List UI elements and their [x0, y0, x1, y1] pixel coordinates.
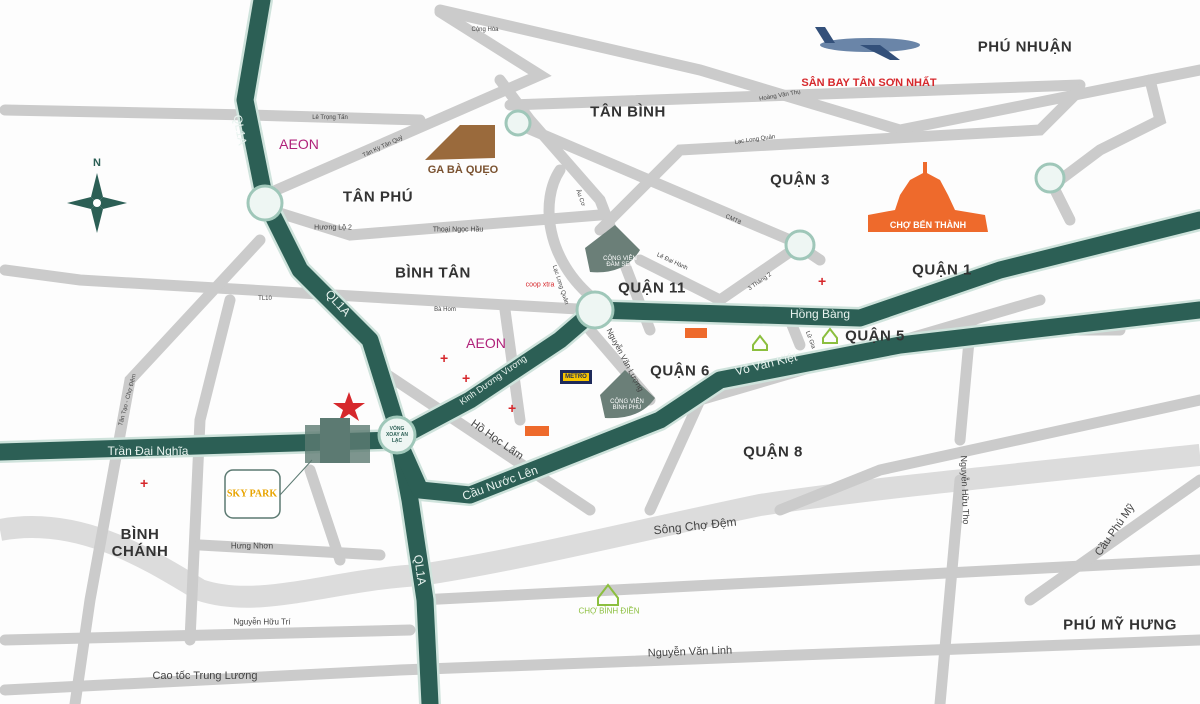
road-tinh-lo-10: TL10 — [258, 296, 272, 302]
dam-sen-label: CÔNG VIÊN ĐẦM SEN — [603, 256, 637, 268]
roundabout-an-lac — [377, 415, 417, 455]
road-cao-toc: Cao tốc Trung Lương — [152, 670, 258, 682]
district-quan-11: QUẬN 11 — [618, 279, 686, 297]
roundabout-dan-chu — [784, 229, 816, 261]
road-ba-hom: Bà Hom — [434, 307, 456, 313]
ben-thanh-market-icon — [868, 162, 988, 232]
sky-park-logo-box — [224, 469, 281, 519]
hospital-icon: + — [508, 400, 516, 416]
train-station-label: GA BÀ QUẸO — [427, 164, 499, 176]
road-hong-bang: Hồng Bàng — [789, 307, 851, 321]
cho-binh-dien-label: CHỢ BÌNH ĐIỀN — [578, 606, 640, 616]
district-phu-nhuan: PHÚ NHUẬN — [977, 38, 1073, 56]
project-star-icon — [333, 392, 365, 421]
sky-park-label: SKY PARK — [226, 488, 278, 500]
aeon-tan-phu-logo: AEON — [279, 136, 319, 152]
road-nguyen-huu-tri: Nguyễn Hữu Trí — [233, 617, 291, 627]
roundabout-tan-binh — [504, 109, 532, 137]
bus-icon — [685, 328, 707, 338]
bus-icon — [525, 426, 549, 436]
aeon-binh-tan-logo: AEON — [466, 335, 506, 351]
sky-park-building-icon — [305, 418, 370, 463]
compass-icon — [67, 173, 127, 233]
road-thoai-ngoc-hau: Thoại Ngọc Hầu — [432, 226, 484, 234]
home-icon — [597, 583, 619, 606]
hospital-icon: + — [440, 350, 448, 366]
binh-phu-label: CÔNG VIÊN BÌNH PHÚ — [610, 399, 644, 411]
an-lac-label: VÒNG XOAY AN LẠC — [385, 426, 409, 444]
district-binh-tan: BÌNH TÂN — [395, 264, 471, 282]
roundabout-tan-phu — [246, 184, 284, 222]
district-quan-8: QUẬN 8 — [743, 443, 803, 461]
ben-thanh-label: CHỢ BẾN THÀNH — [889, 220, 967, 230]
district-tan-phu: TÂN PHÚ — [342, 188, 414, 206]
metro-label: METRO — [565, 374, 587, 380]
hospital-icon: + — [462, 370, 470, 386]
train-icon — [425, 125, 495, 160]
park-dam-sen-icon — [585, 225, 640, 273]
road-cong-hoa: Cộng Hòa — [471, 27, 499, 33]
roundabout-quan-11 — [575, 290, 615, 330]
road-hung-nhon: Hưng Nhơn — [230, 541, 274, 551]
river-cho-dem — [0, 444, 1200, 608]
district-binh-chanh: BÌNH CHÁNH — [111, 526, 169, 560]
district-quan-6: QUẬN 6 — [650, 362, 710, 380]
district-quan-1: QUẬN 1 — [912, 261, 972, 279]
hospital-icon: + — [818, 273, 826, 289]
home-icon — [752, 334, 768, 351]
coopxtra-logo: coop xtra — [525, 281, 555, 289]
airplane-icon — [815, 27, 920, 60]
district-tan-binh: TÂN BÌNH — [590, 103, 666, 121]
district-phu-my-hung: PHÚ MỸ HƯNG — [1063, 616, 1177, 634]
compass-north-label: N — [93, 157, 101, 169]
district-quan-5: QUẬN 5 — [845, 327, 905, 345]
airport-label: SÂN BAY TÂN SƠN NHẤT — [801, 77, 937, 89]
home-icon — [822, 327, 838, 344]
park-binh-phu-icon — [600, 370, 655, 419]
road-tran-dai-nghia: Trần Đại Nghĩa — [107, 444, 189, 458]
roundabout-phu-nhuan — [1034, 162, 1066, 194]
hospital-icon: + — [140, 475, 148, 491]
district-quan-3: QUẬN 3 — [770, 171, 830, 189]
road-huong-lo-2: Hương Lộ 2 — [314, 224, 352, 232]
road-le-trong-tan: Lê Trọng Tấn — [312, 115, 348, 121]
